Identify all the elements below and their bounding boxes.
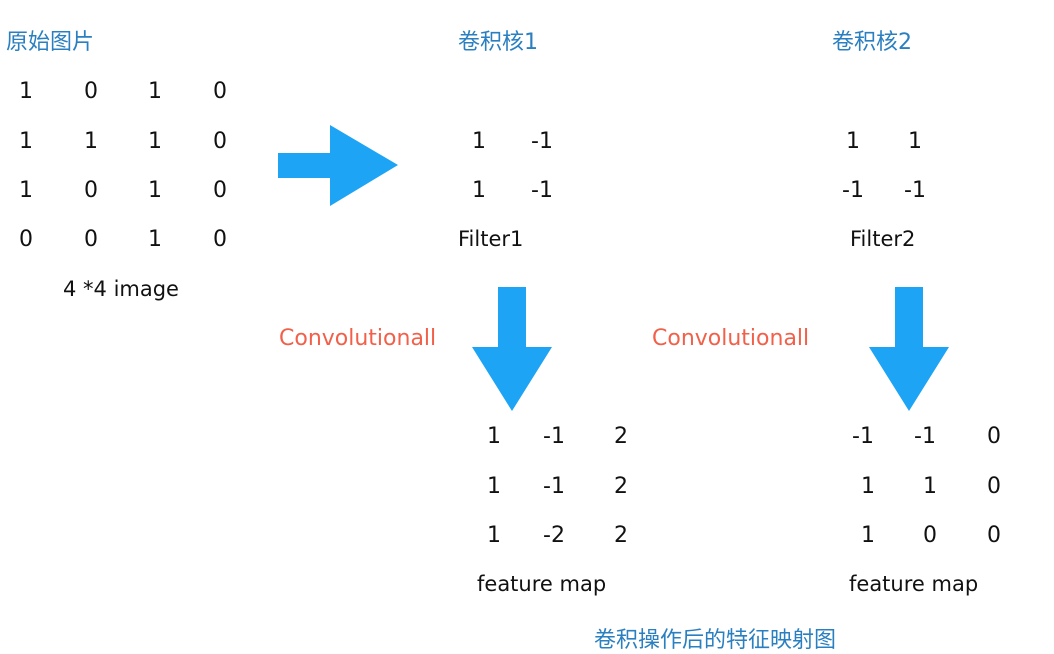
feature-map1-cell: 2	[614, 424, 628, 449]
image-cell: 1	[148, 79, 162, 104]
feature-map2-cell: -1	[914, 424, 936, 449]
image-cell: 0	[213, 227, 227, 252]
feature-map1-cell: 1	[487, 424, 501, 449]
feature-map2-cell: 0	[987, 424, 1001, 449]
convolution-label-1: Convolutionall	[279, 326, 437, 351]
arrow-right-icon	[278, 125, 398, 206]
filter2-cell: -1	[904, 178, 926, 203]
filter2-cell: -1	[842, 178, 864, 203]
filter2-label: Filter2	[850, 227, 916, 251]
image-cell: 1	[148, 227, 162, 252]
feature-map2-cell: 1	[861, 523, 875, 548]
feature-map1-cell: -1	[543, 474, 565, 499]
image-cell: 0	[213, 79, 227, 104]
image-cell: 1	[148, 178, 162, 203]
image-cell: 1	[84, 129, 98, 154]
image-cell: 0	[84, 79, 98, 104]
filter2-cell: 1	[908, 129, 922, 154]
arrow-down-icon	[869, 287, 949, 411]
feature-map2-cell: 0	[987, 474, 1001, 499]
feature-map1-cell: 2	[614, 523, 628, 548]
image-cell: 1	[19, 178, 33, 203]
image-cell: 0	[213, 178, 227, 203]
filter1-cell: -1	[531, 129, 553, 154]
feature-map2-cell: 0	[923, 523, 937, 548]
filter1-cell: 1	[472, 178, 486, 203]
image-cell: 0	[19, 227, 33, 252]
kernel1-title: 卷积核1	[458, 30, 538, 55]
feature-map2-cell: 1	[923, 474, 937, 499]
filter1-cell: -1	[531, 178, 553, 203]
diagram-caption: 卷积操作后的特征映射图	[594, 628, 837, 653]
filter2-cell: 1	[846, 129, 860, 154]
filter1-label: Filter1	[458, 227, 524, 251]
feature-map1-cell: -2	[543, 523, 565, 548]
feature-map1-cell: -1	[543, 424, 565, 449]
feature-map2-label: feature map	[849, 572, 979, 596]
original-image-title: 原始图片	[6, 30, 95, 55]
filter1-cell: 1	[472, 129, 486, 154]
feature-map2-cell: 1	[861, 474, 875, 499]
image-label: 4 *4 image	[63, 277, 179, 301]
feature-map2-cell: 0	[987, 523, 1001, 548]
kernel2-title: 卷积核2	[832, 30, 912, 55]
image-cell: 0	[213, 129, 227, 154]
feature-map1-cell: 1	[487, 474, 501, 499]
feature-map1-label: feature map	[477, 572, 607, 596]
image-cell: 0	[84, 178, 98, 203]
image-cell: 1	[148, 129, 162, 154]
arrow-down-icon	[472, 287, 552, 411]
image-cell: 1	[19, 129, 33, 154]
image-cell: 0	[84, 227, 98, 252]
feature-map1-cell: 1	[487, 523, 501, 548]
image-cell: 1	[19, 79, 33, 104]
feature-map1-cell: 2	[614, 474, 628, 499]
feature-map2-cell: -1	[852, 424, 874, 449]
convolution-label-2: Convolutionall	[652, 326, 810, 351]
